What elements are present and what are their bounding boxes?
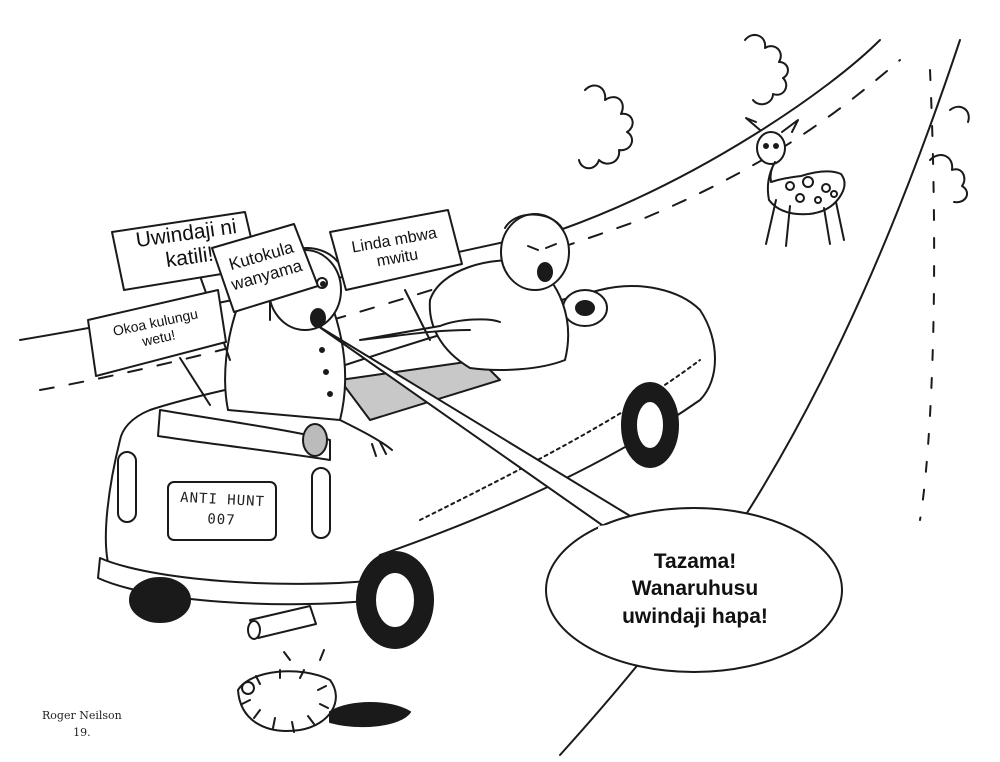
- license-plate-frame: [167, 481, 277, 541]
- deer: [745, 117, 846, 247]
- speech-bubble: [545, 507, 843, 673]
- car-tail-light-right: [311, 467, 331, 539]
- car-bumper-pipe: [302, 423, 328, 457]
- passenger-driver: [359, 213, 570, 371]
- road-right-dashes: [919, 69, 936, 521]
- speech-line-3: uwindaji hapa!: [622, 604, 768, 628]
- artist-signature-year: 19.: [73, 725, 91, 739]
- license-plate: ANTI HUNT 007: [167, 487, 277, 533]
- sign-kulungu-board: [87, 289, 227, 377]
- sign-mbwa-board: [329, 209, 463, 291]
- artist-signature: Roger Neilson 19.: [42, 708, 122, 741]
- sign-kulungu-pole: [179, 357, 211, 406]
- road-center-dashes: [39, 59, 901, 391]
- hedgehog-roadkill: [237, 649, 411, 733]
- roadkill-stain: [329, 702, 411, 728]
- bush-far-right: [949, 105, 970, 123]
- protest-signs: [87, 209, 463, 406]
- car-tail-light-left: [117, 451, 137, 523]
- car-trunk-lid: [157, 409, 331, 461]
- sign-wanyama-board: [211, 223, 319, 313]
- car-side-stripe: [419, 359, 701, 521]
- sign-mbwa-pole: [404, 289, 431, 341]
- speech-line-2: Wanaruhusu: [631, 577, 759, 601]
- wheel-rear-left: [129, 577, 191, 623]
- bush-right: [929, 154, 969, 204]
- bush-left: [578, 84, 634, 170]
- bush-middle: [744, 33, 789, 106]
- artist-signature-name: Roger Neilson: [42, 709, 122, 722]
- speech-bubble-text: Tazama! Wanaruhusu uwindaji hapa!: [590, 548, 800, 630]
- road-edge-right: [559, 39, 961, 756]
- speech-line-1: Tazama!: [653, 550, 737, 573]
- driver-pointing-arm: [359, 318, 501, 341]
